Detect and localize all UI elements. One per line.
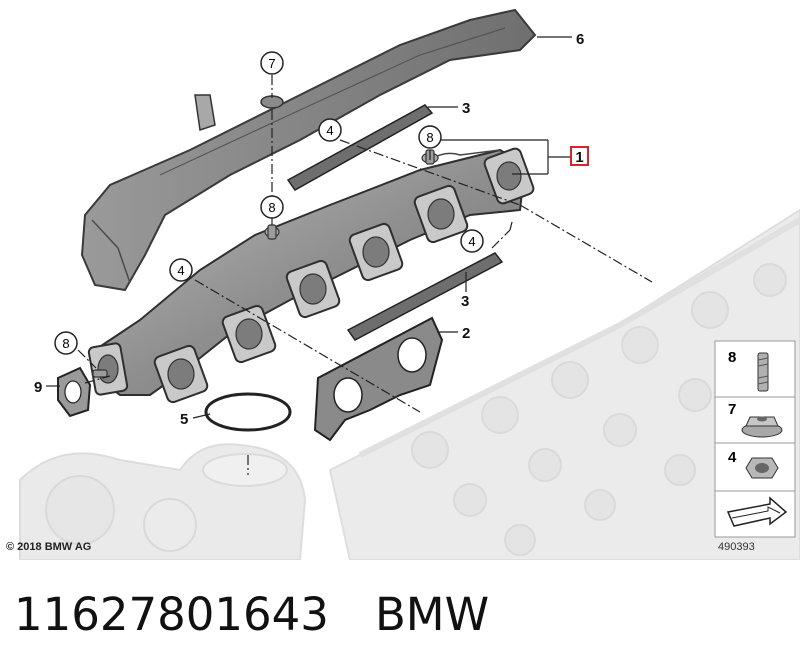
callout-4-upper: 4 [318, 118, 342, 142]
cylinder-head [328, 208, 800, 560]
studs [92, 149, 435, 378]
part-caption: 11627801643 BMW [14, 588, 489, 641]
gasket-strip-lower [346, 252, 504, 341]
callout-4-right-label: 4 [468, 234, 475, 249]
exploded-parts-diagram: 7 8 8 8 4 4 4 6 3 3 2 5 9 1 [19, 8, 800, 560]
direction-arrow-icon [726, 496, 788, 527]
fastener-legend: 8 7 4 [714, 340, 796, 538]
callout-4-left-label: 4 [177, 263, 184, 278]
callout-4-right: 4 [460, 229, 484, 253]
legend-label-8: 8 [728, 349, 736, 366]
diagram-reference-number: 490393 [718, 541, 755, 553]
callout-8-lower: 8 [54, 331, 78, 355]
hex-nut-icon [745, 457, 779, 479]
callout-8-middle: 8 [260, 195, 284, 219]
part-number: 11627801643 [14, 588, 329, 641]
callout-8-upper: 8 [418, 125, 442, 149]
turbo-gasket-ring [204, 392, 292, 432]
leader-lines [46, 36, 572, 419]
stud-icon [757, 352, 769, 392]
label-part-6: 6 [576, 31, 584, 48]
flange-gasket [57, 366, 92, 418]
manifold-gasket [313, 316, 444, 442]
label-part-9: 9 [34, 379, 42, 396]
callout-7-label: 7 [268, 56, 275, 71]
label-part-2: 2 [462, 325, 470, 342]
assembly-lines [77, 75, 653, 475]
callout-8-middle-label: 8 [268, 200, 275, 215]
callout-8-lower-label: 8 [62, 336, 69, 351]
copyright-notice: © 2018 BMW AG [6, 541, 92, 553]
heat-shield [80, 8, 537, 292]
callout-8-upper-label: 8 [426, 130, 433, 145]
legend-label-4: 4 [728, 449, 737, 466]
label-part-1-highlight: 1 [570, 146, 589, 166]
callout-4-left: 4 [169, 258, 193, 282]
label-part-3-upper: 3 [462, 100, 470, 117]
callout-7: 7 [260, 51, 284, 75]
label-part-1: 1 [575, 149, 583, 166]
label-part-5: 5 [180, 411, 188, 428]
callout-4-upper-label: 4 [326, 123, 333, 138]
legend-label-7: 7 [728, 401, 736, 418]
brand-name: BMW [374, 588, 490, 641]
label-part-3-lower: 3 [461, 293, 469, 310]
flange-nut-icon [741, 416, 783, 438]
turbocharger [19, 443, 307, 560]
